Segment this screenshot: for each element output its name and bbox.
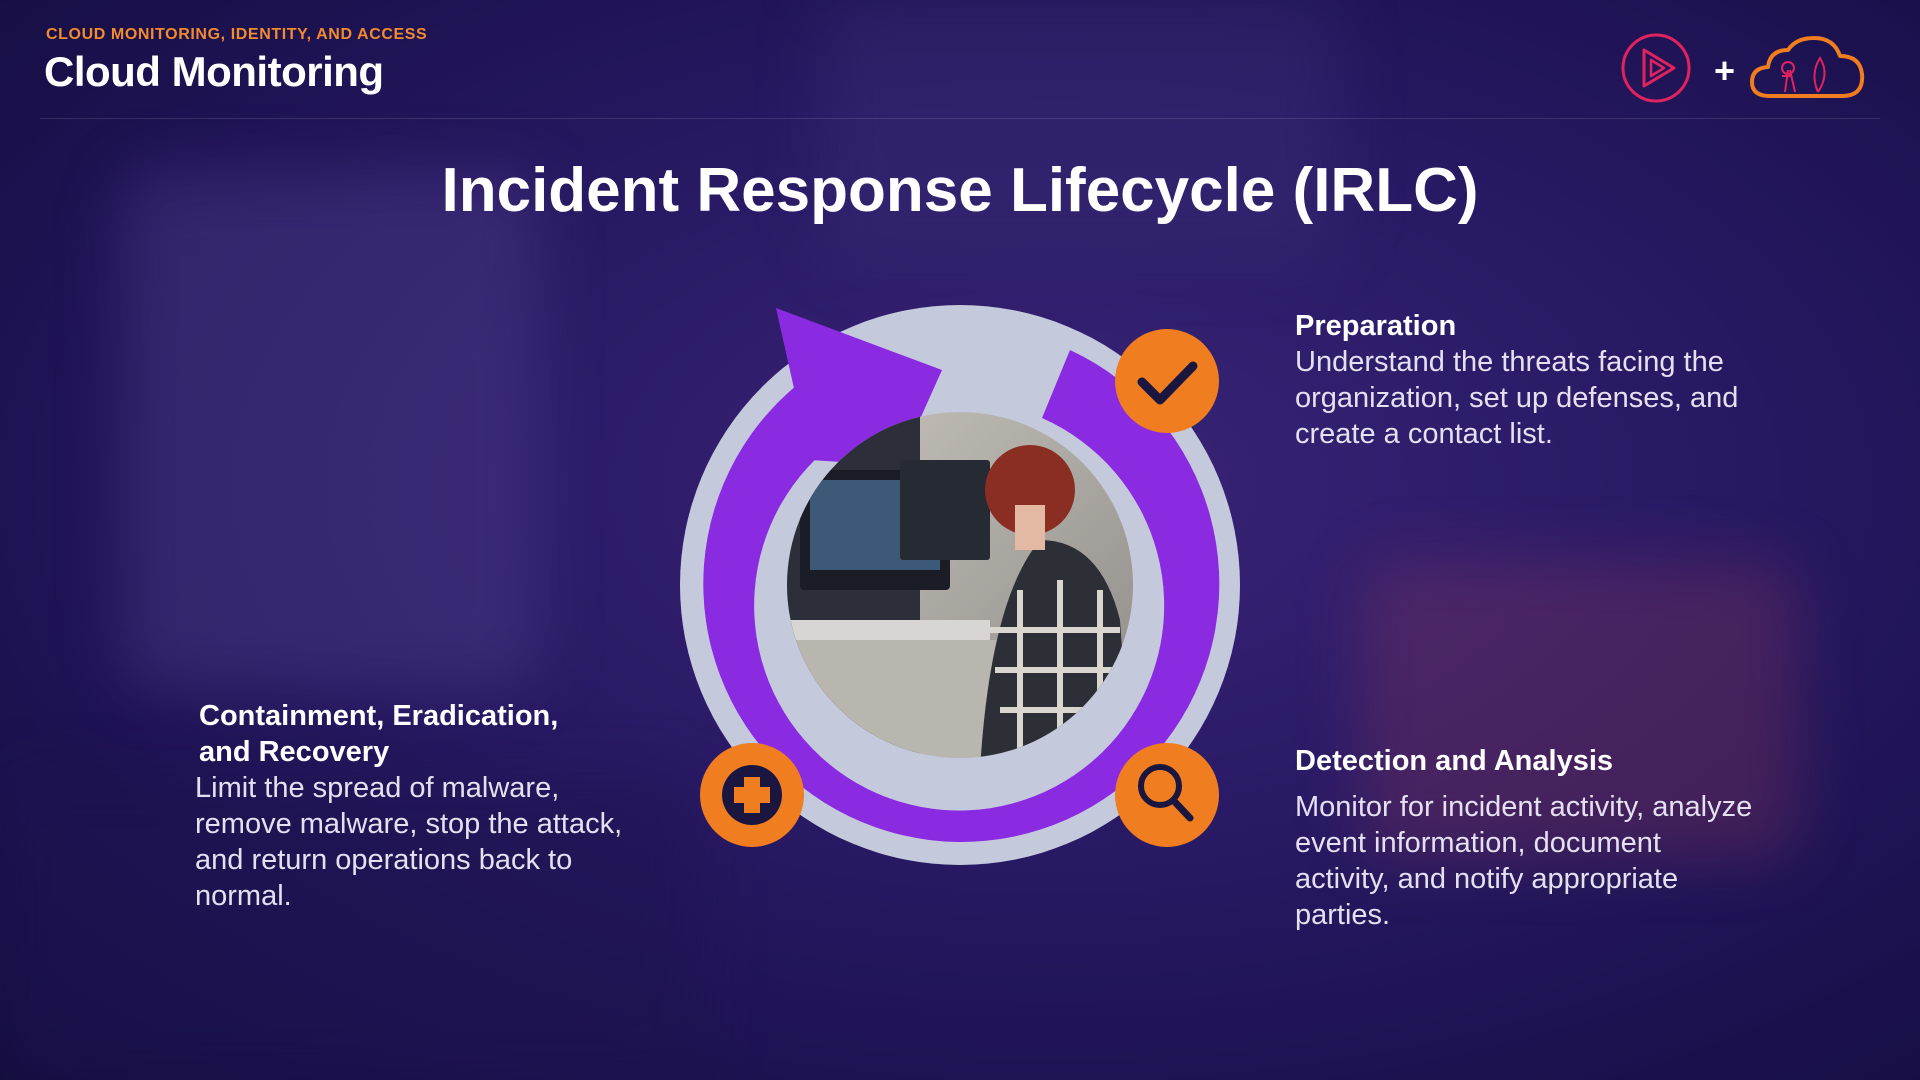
- background-blur: [820, 0, 1340, 260]
- magnifier-icon: [1138, 764, 1182, 808]
- background-blur: [0, 780, 700, 1080]
- phase-preparation: Preparation Understand the threats facin…: [1295, 308, 1755, 452]
- phase-title: Containment, Eradication, and Recovery: [199, 700, 559, 768]
- slide-title: Incident Response Lifecycle (IRLC): [0, 155, 1920, 226]
- cloud-logo-icon: [1750, 36, 1865, 98]
- phase-containment: Containment, Eradication, and Recovery L…: [195, 698, 635, 914]
- phase-description: Limit the spread of malware, remove malw…: [195, 772, 623, 912]
- analyst-photo: [787, 412, 1133, 758]
- phase-description: Monitor for incident activity, analyze e…: [1295, 791, 1753, 931]
- pluralsight-logo-icon: [1621, 33, 1691, 103]
- phase-title: Preparation: [1295, 310, 1457, 342]
- phase-title: Detection and Analysis: [1295, 745, 1614, 777]
- checkmark-icon: [1137, 361, 1198, 405]
- preparation-badge: [1115, 329, 1219, 433]
- phase-detection: Detection and Analysis Monitor for incid…: [1295, 743, 1755, 933]
- cycle-arrow: [703, 308, 1220, 842]
- course-eyebrow: CLOUD MONITORING, IDENTITY, AND ACCESS: [46, 26, 428, 43]
- logo-plus-sign: +: [1714, 50, 1736, 91]
- background-blur: [120, 170, 540, 690]
- module-title: Cloud Monitoring: [44, 48, 384, 95]
- slide-title-text: Incident Response Lifecycle (IRLC): [441, 156, 1479, 225]
- containment-badge: [700, 743, 804, 847]
- lifecycle-diagram: [680, 305, 1240, 865]
- phase-description: Understand the threats facing the organi…: [1295, 346, 1739, 450]
- detection-badge: [1115, 743, 1219, 847]
- brand-logos: [1621, 33, 1865, 103]
- background-blur: [1360, 560, 1800, 860]
- header-divider: [40, 118, 1880, 119]
